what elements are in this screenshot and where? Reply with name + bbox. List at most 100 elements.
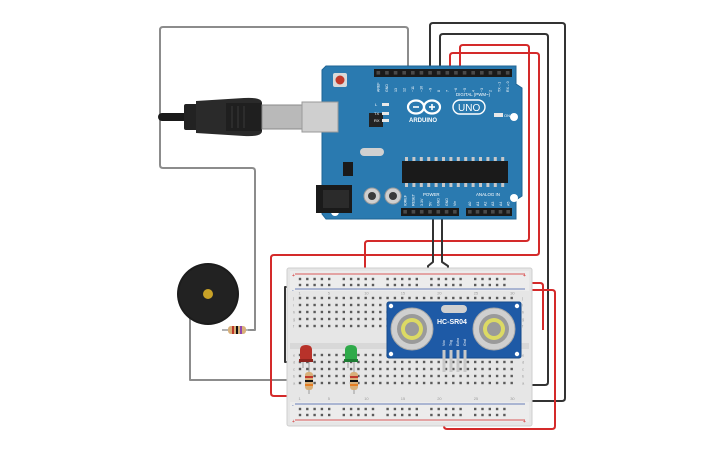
row-letter: i: [522, 303, 523, 308]
pin-label: A0: [468, 202, 472, 206]
column-number: 5: [328, 396, 331, 401]
rail-minus-bottom: -: [292, 403, 294, 409]
row-letter: b: [522, 374, 525, 379]
pin-label: RX←0: [506, 81, 510, 92]
l-led-label: L: [375, 102, 378, 107]
rail-plus-bottom: +: [292, 419, 295, 425]
pin-label: A5: [506, 202, 510, 206]
pin-label: GND: [437, 198, 441, 206]
row-letter: c: [293, 367, 295, 372]
analog-header-holes: [468, 210, 510, 214]
wire-black-ground-top[interactable]: [429, 22, 566, 402]
column-number: 20: [437, 291, 442, 296]
column-number: 30: [510, 291, 515, 296]
pin-label: 8: [437, 90, 441, 92]
pin-label: A4: [499, 202, 503, 206]
column-number: 1: [299, 291, 302, 296]
led-green[interactable]: [344, 345, 358, 368]
wire-gray-buzzer-signal[interactable]: [159, 26, 409, 331]
row-letter: e: [522, 353, 525, 358]
sensor-pin: [449, 350, 453, 372]
row-letter: f: [293, 324, 295, 329]
pin-label: ~11: [411, 86, 415, 92]
rail-plus-top-right: +: [523, 273, 526, 279]
left-transducer: [390, 307, 434, 351]
sensor-pin: [463, 350, 467, 372]
digital-header-label: DIGITAL (PWM~): [456, 92, 491, 97]
pin-label: ~5: [463, 88, 467, 92]
sensor-pin: [442, 350, 446, 372]
on-led-label: ON: [504, 113, 510, 118]
column-number: 30: [510, 396, 515, 401]
column-number: 15: [401, 396, 406, 401]
row-letter: j: [521, 296, 523, 301]
sensor-pin-label: Echo: [456, 338, 460, 346]
power-header-holes: [403, 210, 457, 214]
pin-label: ~6: [454, 88, 458, 92]
model-label: UNO: [458, 103, 480, 114]
pin-label: ~9: [428, 88, 432, 92]
wire-gray-buzzer-ground[interactable]: [189, 310, 296, 381]
chip-pins: [405, 157, 505, 187]
pin-label: 2: [489, 90, 493, 92]
column-number: 1: [299, 396, 302, 401]
column-number: 10: [364, 291, 369, 296]
pin-label: A2: [483, 202, 487, 206]
power-header-label: POWER: [423, 192, 440, 197]
wire-red-pin9[interactable]: [355, 44, 530, 395]
arduino-logo: [406, 99, 442, 115]
row-letter: g: [522, 317, 524, 322]
row-letter: d: [293, 360, 295, 365]
sensor-pins: [442, 350, 467, 372]
row-letter: c: [522, 367, 524, 372]
pin-label: A1: [476, 202, 480, 206]
pin-label: 12: [402, 88, 406, 92]
pin-label: AREF: [377, 82, 381, 92]
wire-black-echo[interactable]: [439, 33, 549, 386]
pin-label: 5V: [428, 201, 432, 206]
led-green-resistor[interactable]: [350, 368, 358, 394]
breadboard-bottom-rail: [290, 402, 529, 422]
pin-label: 4: [471, 90, 475, 92]
column-number: 25: [474, 291, 479, 296]
pin-label: TX→1: [497, 82, 501, 92]
digital-header: [374, 69, 512, 77]
pin-label: RESET: [412, 193, 416, 206]
buzzer-resistor[interactable]: [222, 326, 250, 334]
row-letter: h: [522, 310, 524, 315]
wire-red-sensor-vcc[interactable]: [517, 282, 544, 330]
analog-header: [466, 208, 512, 216]
column-number: 10: [364, 396, 369, 401]
wire-red-pin6[interactable]: [270, 52, 540, 397]
piezo-buzzer[interactable]: [177, 263, 239, 325]
pin-label: GND: [445, 198, 449, 206]
led-red-resistor[interactable]: [305, 368, 313, 394]
row-letter: f: [522, 324, 524, 329]
sensor-model-label: HC-SR04: [437, 319, 467, 326]
pin-label: A3: [491, 202, 495, 206]
column-number: 25: [474, 396, 479, 401]
pin-label: IOREF: [403, 194, 407, 206]
analog-header-label: ANALOG IN: [476, 192, 500, 197]
led-red[interactable]: [299, 345, 313, 368]
pin-label: Vin: [453, 201, 457, 206]
row-letter: a: [522, 381, 525, 386]
row-letter: g: [293, 317, 295, 322]
sensor-pin-label: Vcc: [442, 340, 446, 346]
pin-label: ~10: [420, 86, 424, 92]
column-number: 5: [328, 291, 331, 296]
pin-label: 3.3V: [420, 198, 424, 206]
power-pin-labels: IOREF RESET 3.3V 5V GND GND Vin: [403, 193, 457, 206]
sensor-pin-label: Trig: [449, 340, 453, 346]
row-letter: a: [293, 381, 296, 386]
row-letter: d: [522, 360, 524, 365]
pin-label: GND: [385, 84, 389, 92]
wire-red-bottom-loop[interactable]: [443, 289, 556, 430]
breadboard-top-rail: [290, 271, 529, 291]
pin-label: 7: [446, 90, 450, 92]
rail-plus-top: +: [292, 273, 295, 279]
